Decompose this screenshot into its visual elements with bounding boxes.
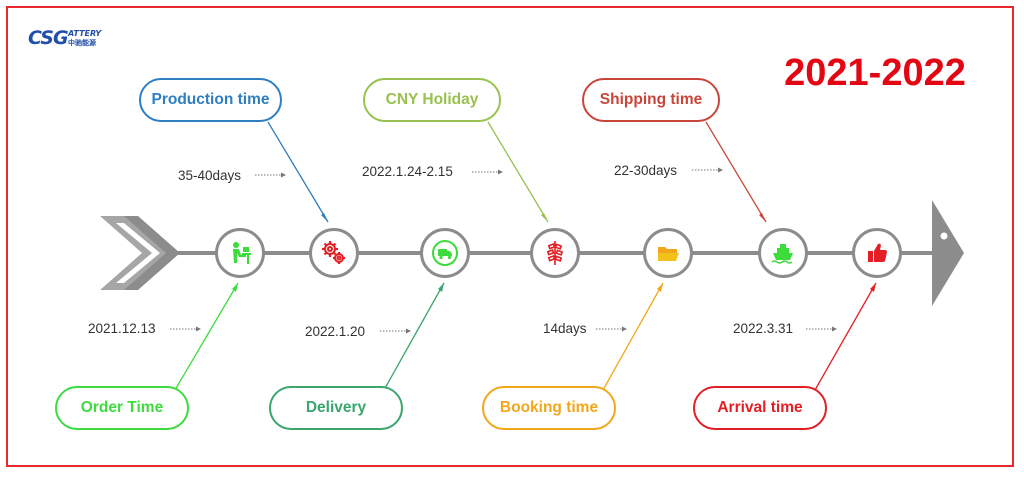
arrow-head-icon [932,200,964,306]
node-order [215,228,265,278]
pill-delivery: Delivery [269,386,403,430]
logo-sub-text: ATTERY [68,29,102,38]
value-shipping: 22-30days [614,163,678,178]
value-holiday: 2022.1.24-2.15 [362,164,453,179]
connector-production [267,121,329,223]
firecracker-icon [546,241,564,265]
truck-icon [432,240,458,266]
folder-icon [658,247,679,261]
year-range-title: 2021-2022 [784,52,966,94]
pill-arrival-time: Arrival time [693,386,827,430]
node-booking [643,228,693,278]
pill-cny-holiday: CNY Holiday [363,78,501,122]
chevron-tail-icon [100,216,180,290]
node-arrival [852,228,902,278]
value-arrival: 2022.3.31 [733,321,794,336]
gears-icon [322,241,345,264]
node-shipping [758,228,808,278]
value-order: 2021.12.13 [88,321,156,336]
ship-icon [771,244,793,264]
value-booking: 14days [543,321,587,336]
person-desk-icon [233,242,251,264]
node-holiday [530,228,580,278]
pill-production-time: Production time [139,78,282,122]
pill-booking-time: Booking time [482,386,616,430]
pill-shipping-time: Shipping time [582,78,720,122]
connector-booking [602,282,664,391]
value-delivery: 2022.1.20 [305,324,366,339]
node-delivery [420,228,470,278]
connector-shipping [705,121,767,223]
logo-cn-text: 中驰能源 [68,39,96,47]
border-frame [6,6,1014,467]
connector-order [174,282,239,391]
connector-holiday [487,121,549,223]
logo-main-text: CSG [28,27,69,49]
pill-order-time: Order Time [55,386,189,430]
value-production: 35-40days [178,168,242,183]
node-production [309,228,359,278]
dotted-arrows [170,169,834,332]
thumbs-up-icon [868,243,887,262]
connector-delivery [383,282,445,391]
connector-arrival [814,282,877,391]
